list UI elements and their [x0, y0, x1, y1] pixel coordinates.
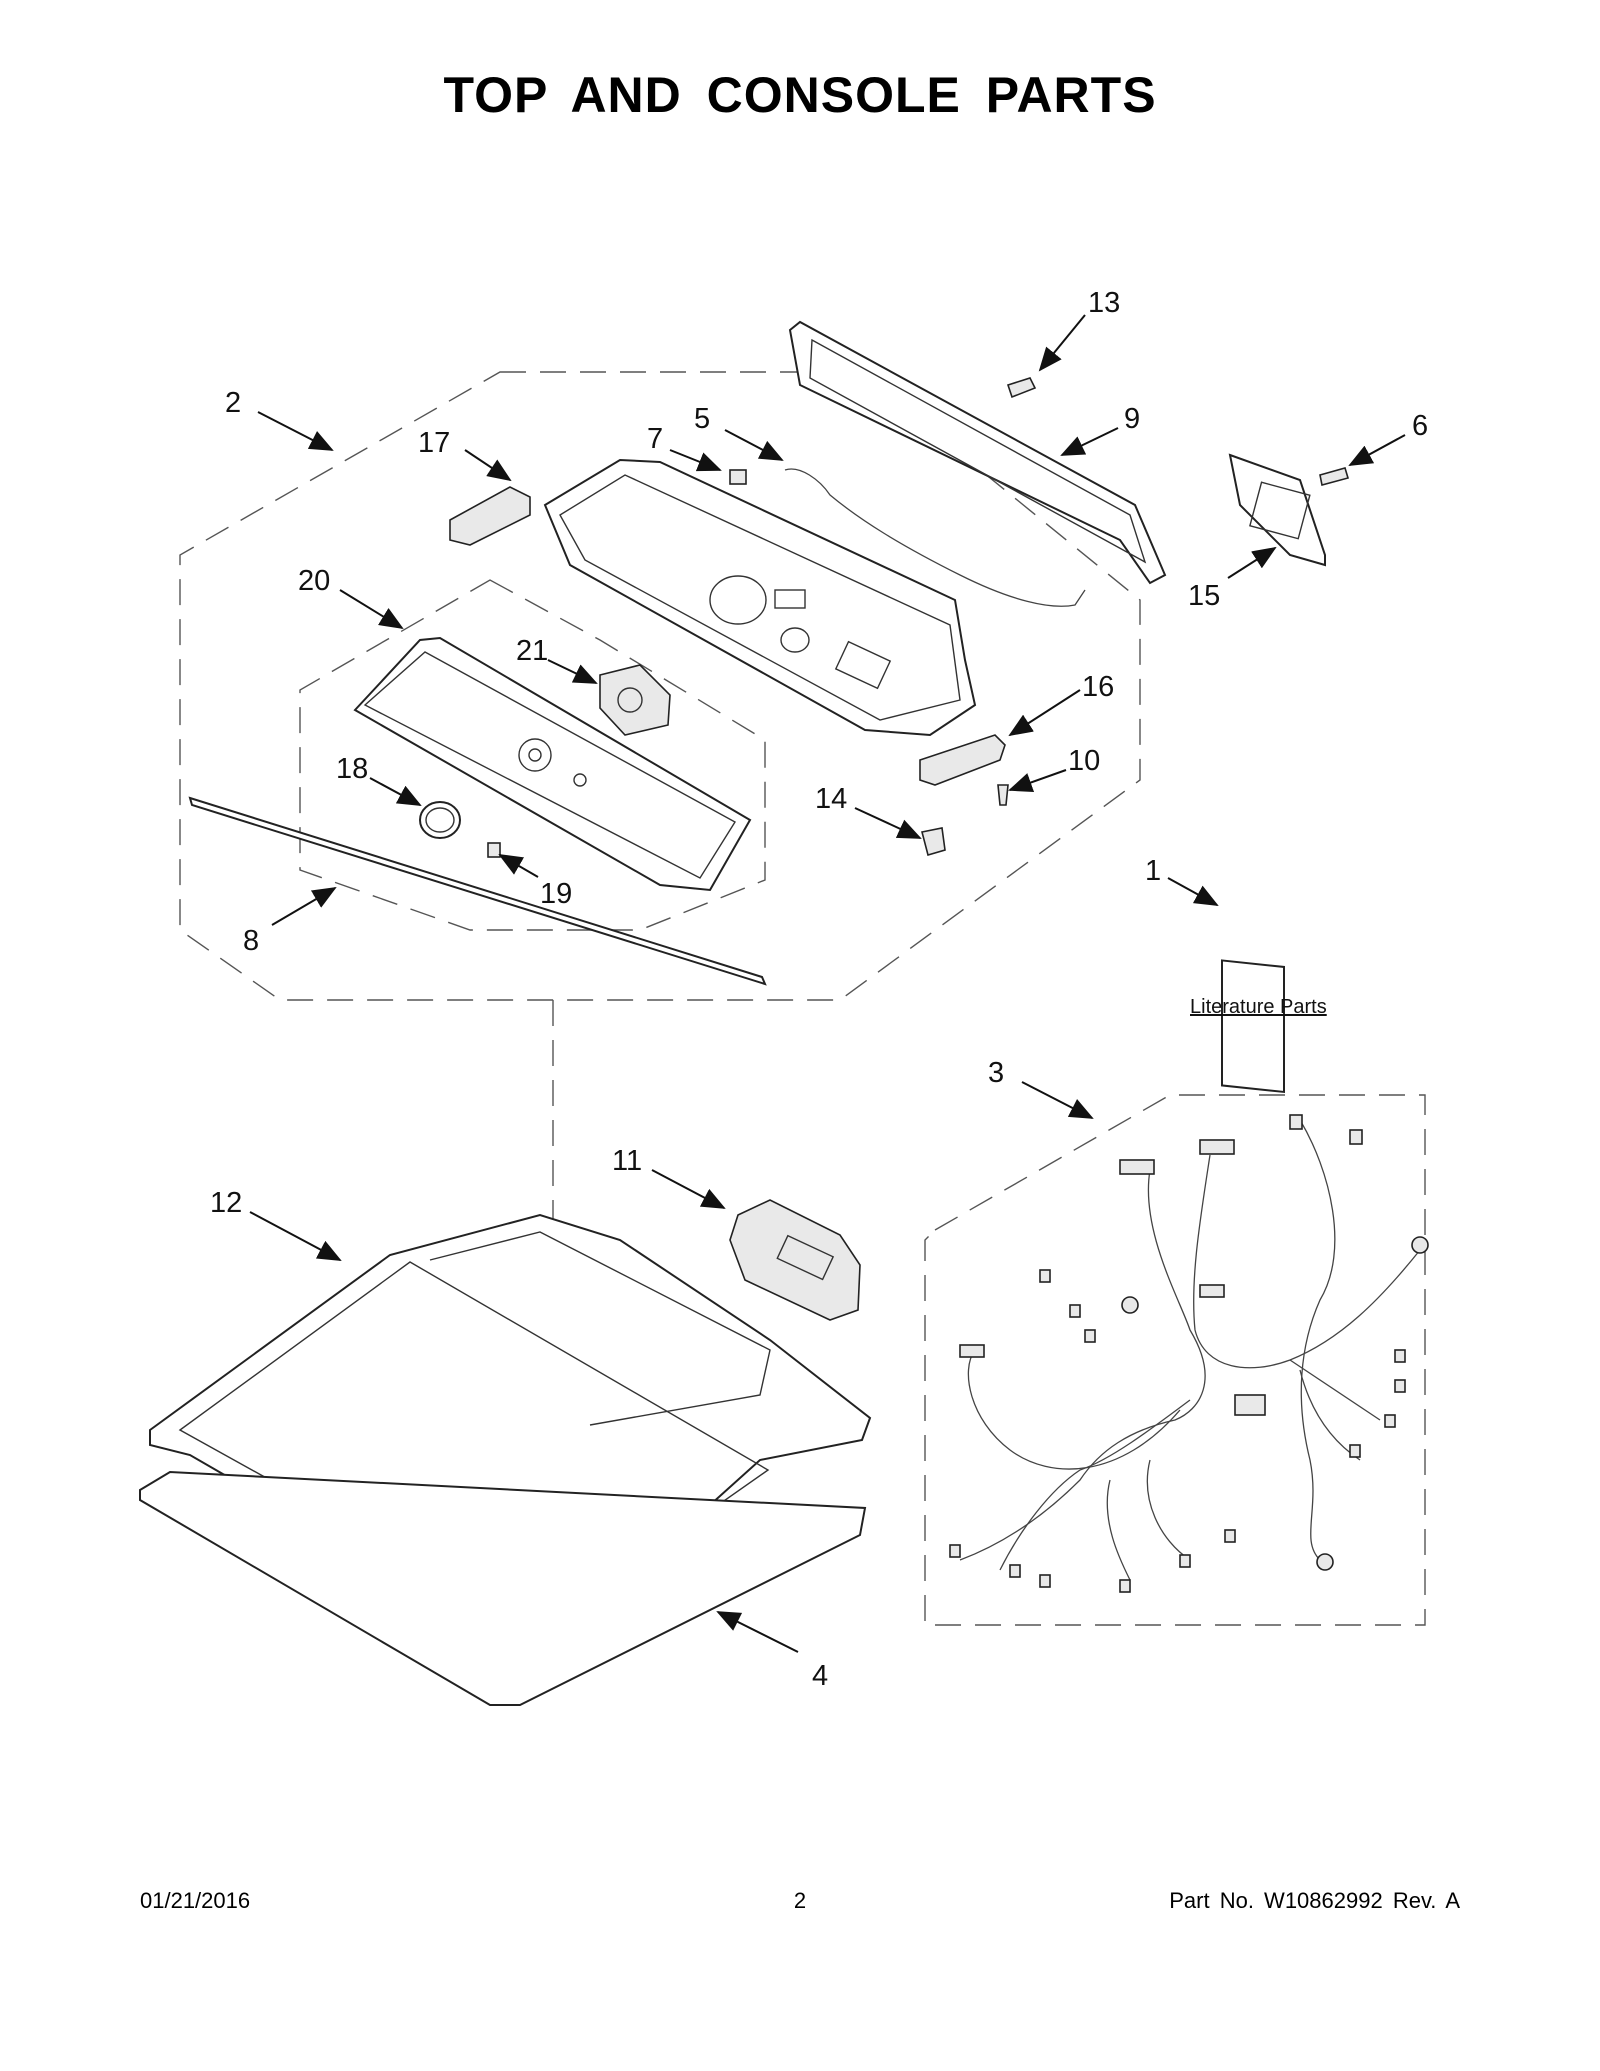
callout-12: 12 — [210, 1187, 242, 1219]
panel-group-outline — [299, 579, 766, 931]
callout-5: 5 — [694, 403, 710, 435]
knob-19 — [487, 842, 501, 858]
wire-5 — [784, 468, 1086, 607]
bracket-16 — [919, 734, 1006, 786]
callout-1: 1 — [1145, 855, 1161, 887]
callout-16: 16 — [1082, 671, 1114, 703]
shim-sheet-4 — [139, 1470, 867, 1706]
literature-parts-label: Literature Parts — [1190, 996, 1327, 1018]
callout-10: 10 — [1068, 745, 1100, 777]
callout-2: 2 — [225, 387, 241, 419]
clip-14 — [921, 827, 946, 857]
module-21 — [599, 664, 671, 736]
callout-labels: 1 2 3 4 5 6 7 8 9 10 11 12 13 14 15 16 1… — [210, 287, 1428, 1692]
callout-13: 13 — [1088, 287, 1120, 319]
callout-17: 17 — [418, 427, 450, 459]
clip-7 — [729, 469, 747, 485]
bracket-17 — [449, 486, 531, 546]
callout-21: 21 — [516, 635, 548, 667]
callout-9: 9 — [1124, 403, 1140, 435]
footer-date: 01/21/2016 — [140, 1888, 251, 1913]
callout-11: 11 — [612, 1145, 642, 1177]
console-rear-trim — [788, 320, 1167, 585]
harness-group-outline — [924, 1094, 1426, 1626]
callout-19: 19 — [540, 878, 572, 910]
callout-6: 6 — [1412, 410, 1428, 442]
leader-arrows — [249, 314, 1406, 1653]
console-body — [543, 458, 977, 737]
screw-13 — [1006, 377, 1037, 399]
callout-3: 3 — [988, 1057, 1004, 1089]
callout-20: 20 — [298, 565, 330, 597]
console-panel-20 — [353, 636, 752, 892]
literature-booklet-1 — [1221, 959, 1285, 1094]
callout-14: 14 — [815, 783, 847, 815]
screw-10 — [997, 784, 1009, 806]
harness-connectors — [949, 1114, 1429, 1593]
wire-harness-3 — [959, 1119, 1421, 1581]
footer-page-number: 2 — [793, 1888, 807, 1913]
screw-6 — [1319, 467, 1350, 486]
callout-7: 7 — [647, 423, 663, 455]
control-board-11 — [729, 1199, 861, 1321]
display-board-15 — [1228, 453, 1326, 567]
callout-8: 8 — [243, 925, 259, 957]
page-title: TOP AND CONSOLE PARTS — [443, 67, 1157, 123]
callout-18: 18 — [336, 753, 368, 785]
callout-15: 15 — [1188, 580, 1220, 612]
footer-part-number: Part No. W10862992 Rev. A — [1169, 1888, 1460, 1913]
trim-strip-8 — [188, 796, 767, 986]
callout-4: 4 — [812, 1660, 828, 1692]
